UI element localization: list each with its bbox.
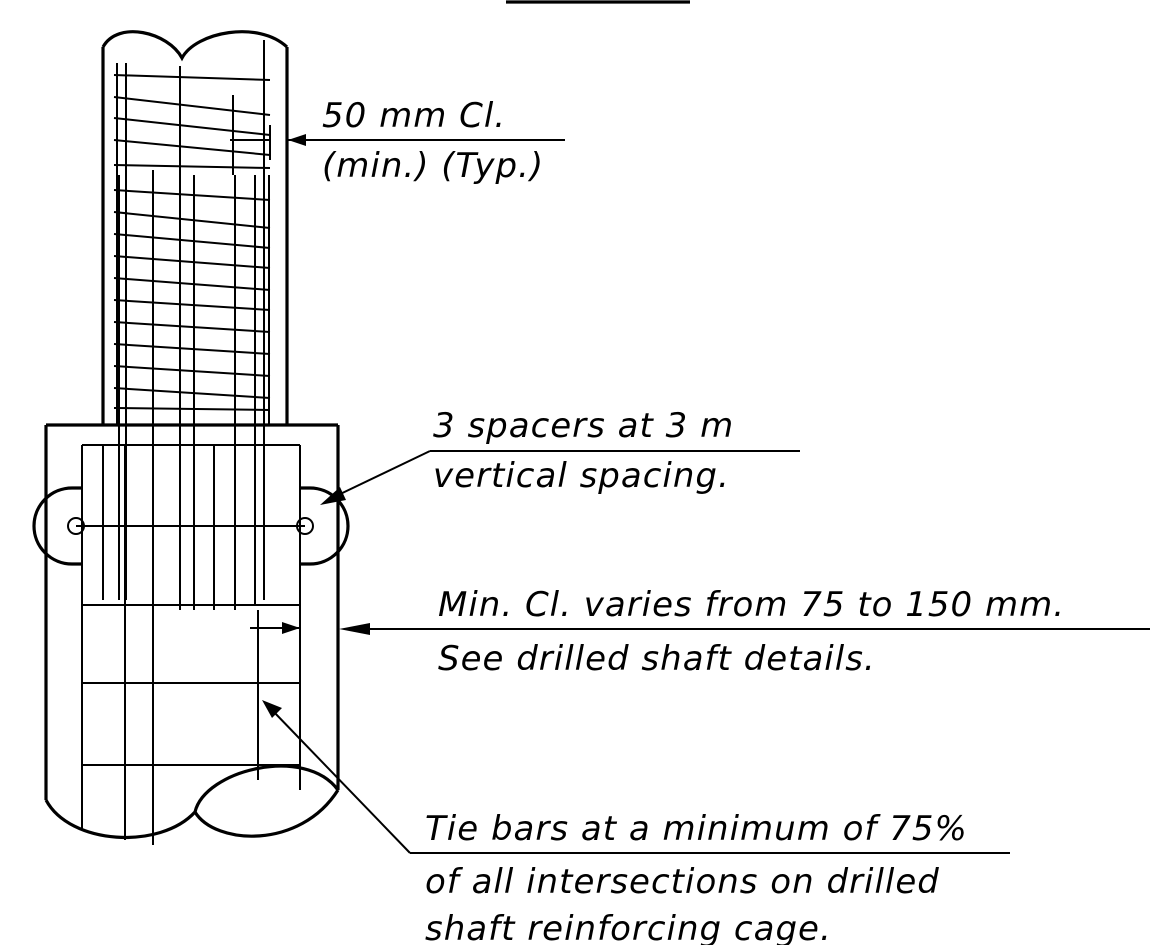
note-tie-bars-line3: shaft reinforcing cage. bbox=[425, 909, 832, 945]
shaft-reinforcing-cage bbox=[81, 444, 301, 845]
note-shaft-clear-line1: Min. Cl. varies from 75 to 150 mm. bbox=[438, 585, 1065, 625]
note-spacers-line1: 3 spacers at 3 m bbox=[433, 406, 734, 446]
leader-shaft-clear bbox=[339, 623, 1150, 635]
note-shaft-clear-line2: See drilled shaft details. bbox=[438, 639, 876, 679]
shaft-clear-cover-dimension bbox=[250, 615, 301, 640]
column-clear-cover-dimension bbox=[230, 125, 320, 160]
note-tie-bars-line2: of all intersections on drilled bbox=[425, 862, 940, 902]
note-column-clear-line1: 50 mm Cl. bbox=[322, 96, 506, 136]
column-reinforcing-cage bbox=[113, 40, 271, 605]
note-spacers-line2: vertical spacing. bbox=[433, 456, 730, 496]
shaft-outline bbox=[44, 423, 340, 839]
column-outline bbox=[101, 30, 289, 425]
note-tie-bars-line1: Tie bars at a minimum of 75% bbox=[425, 809, 968, 849]
leader-spacers bbox=[320, 450, 800, 505]
note-column-clear-line2: (min.) (Typ.) bbox=[322, 146, 544, 186]
leader-tie-bars bbox=[262, 700, 1010, 854]
